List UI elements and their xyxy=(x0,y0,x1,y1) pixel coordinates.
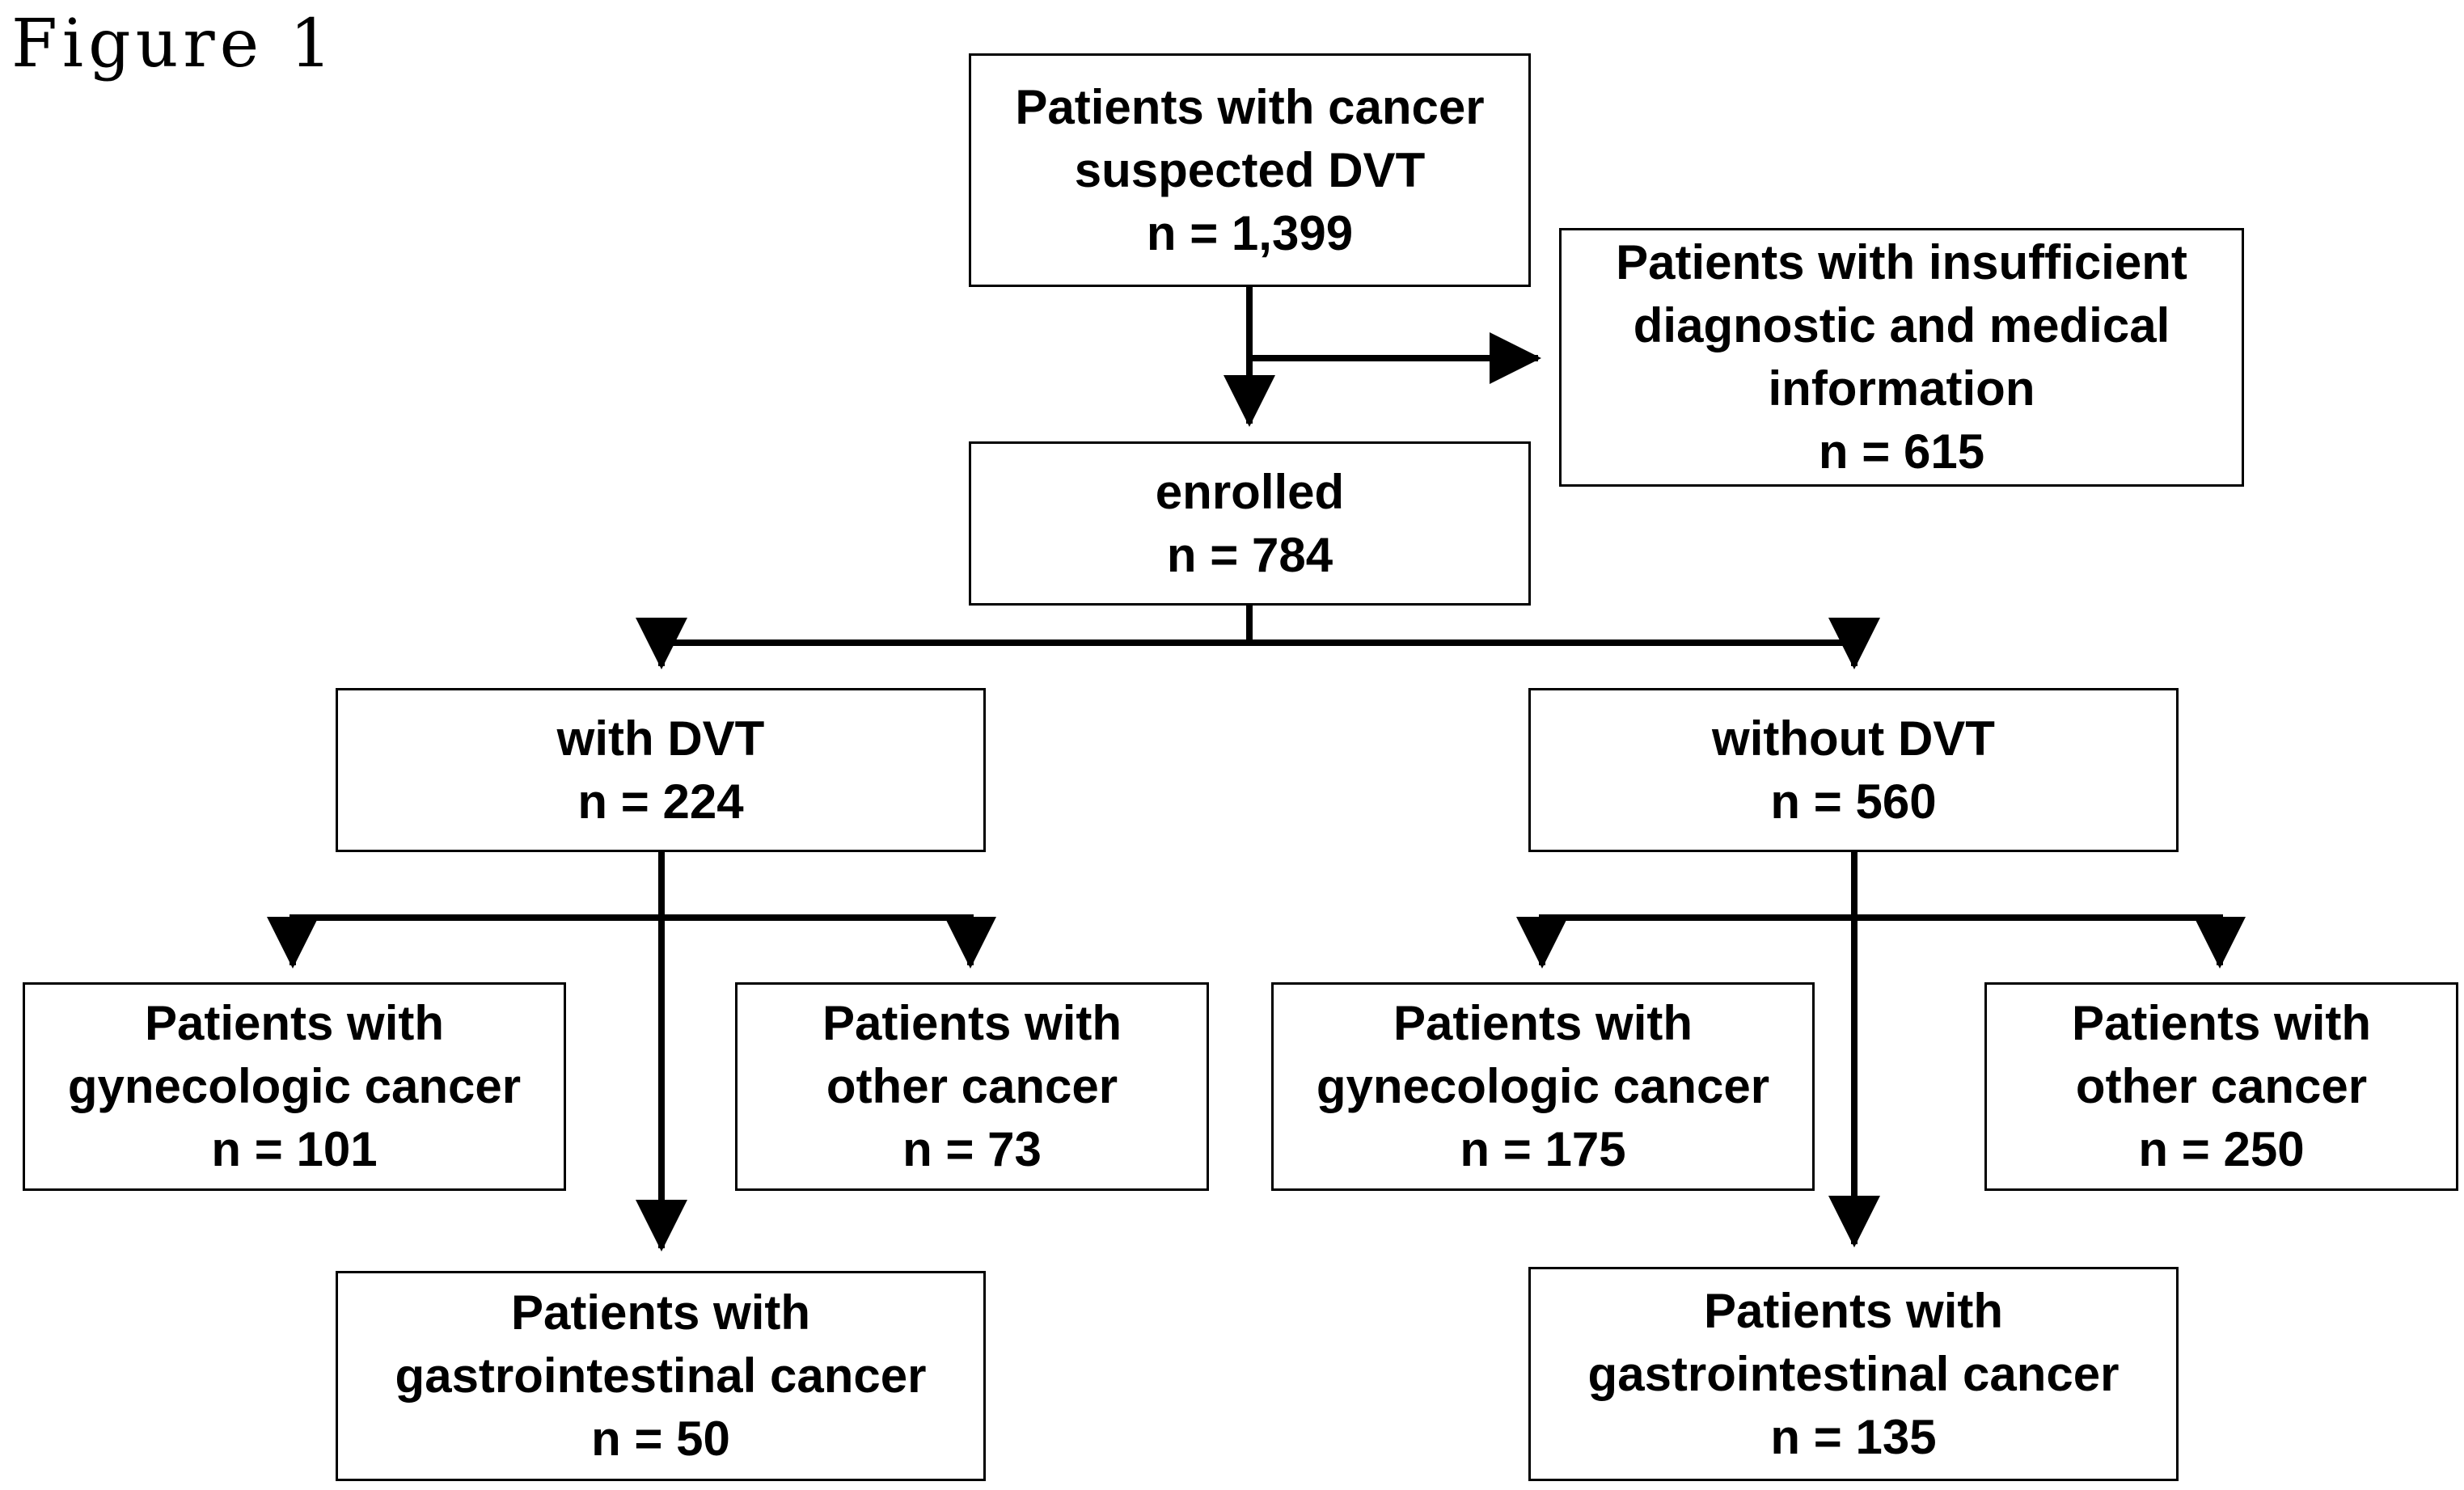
node-text-line: n = 615 xyxy=(1818,424,1985,479)
figure-label: Figure 1 xyxy=(11,6,337,82)
node-text-line: n = 175 xyxy=(1460,1122,1626,1176)
node-text-line: with DVT xyxy=(556,711,765,766)
node-text-line: gynecologic cancer xyxy=(1316,1059,1770,1113)
node-text-line: gastrointestinal cancer xyxy=(395,1349,927,1403)
node-text-line: gastrointestinal cancer xyxy=(1587,1346,2120,1401)
node-text-line: n = 784 xyxy=(1166,527,1333,582)
node-without-gi: Patients with gastrointestinal cancer n = … xyxy=(1528,1267,2179,1481)
node-text-line: n = 50 xyxy=(591,1412,730,1466)
node-excluded: Patients with insufficient diagnostic and… xyxy=(1559,228,2244,487)
node-text-line: n = 1,399 xyxy=(1146,205,1354,260)
node-text-line: Patients with xyxy=(1703,1283,2004,1338)
node-text-line: Patients with xyxy=(1393,996,1693,1050)
node-text-line: other cancer xyxy=(2075,1059,2368,1113)
node-text-line: n = 560 xyxy=(1770,774,1937,829)
node-text-line: enrolled xyxy=(1155,464,1345,519)
node-text-line: n = 101 xyxy=(211,1122,378,1176)
node-text-line: other cancer xyxy=(826,1059,1118,1113)
node-text-line: n = 250 xyxy=(2138,1122,2305,1176)
node-text-line: Patients with cancer xyxy=(1015,79,1485,134)
node-root: Patients with cancer suspected DVT n = 1,3… xyxy=(969,53,1531,287)
node-with-gyn: Patients with gynecologic cancer n = 101 xyxy=(23,982,566,1191)
node-text-line: n = 135 xyxy=(1770,1409,1937,1464)
node-text-line: n = 73 xyxy=(902,1122,1042,1176)
node-text-line: n = 224 xyxy=(577,774,744,829)
node-with-gi: Patients with gastrointestinal cancer n = … xyxy=(336,1271,986,1481)
node-text-line: without DVT xyxy=(1712,711,1995,766)
node-text-line: Patients with insufficient xyxy=(1616,235,2187,289)
node-without-other: Patients with other cancer n = 250 xyxy=(1984,982,2458,1191)
node-text-line: diagnostic and medical xyxy=(1633,298,2170,352)
node-text-line: Patients with xyxy=(510,1285,811,1340)
node-text-line: gynecologic cancer xyxy=(67,1059,522,1113)
node-without-dvt: without DVT n = 560 xyxy=(1528,688,2179,852)
node-with-other: Patients with other cancer n = 73 xyxy=(735,982,1209,1191)
node-text-line: Patients with xyxy=(2071,996,2372,1050)
node-with-dvt: with DVT n = 224 xyxy=(336,688,986,852)
node-text-line: Patients with xyxy=(822,996,1122,1050)
node-text-line: Patients with xyxy=(144,996,445,1050)
node-enrolled: enrolled n = 784 xyxy=(969,441,1531,606)
node-without-gyn: Patients with gynecologic cancer n = 175 xyxy=(1271,982,1815,1191)
node-text-line: suspected DVT xyxy=(1074,142,1426,197)
node-text-line: information xyxy=(1768,361,2035,416)
